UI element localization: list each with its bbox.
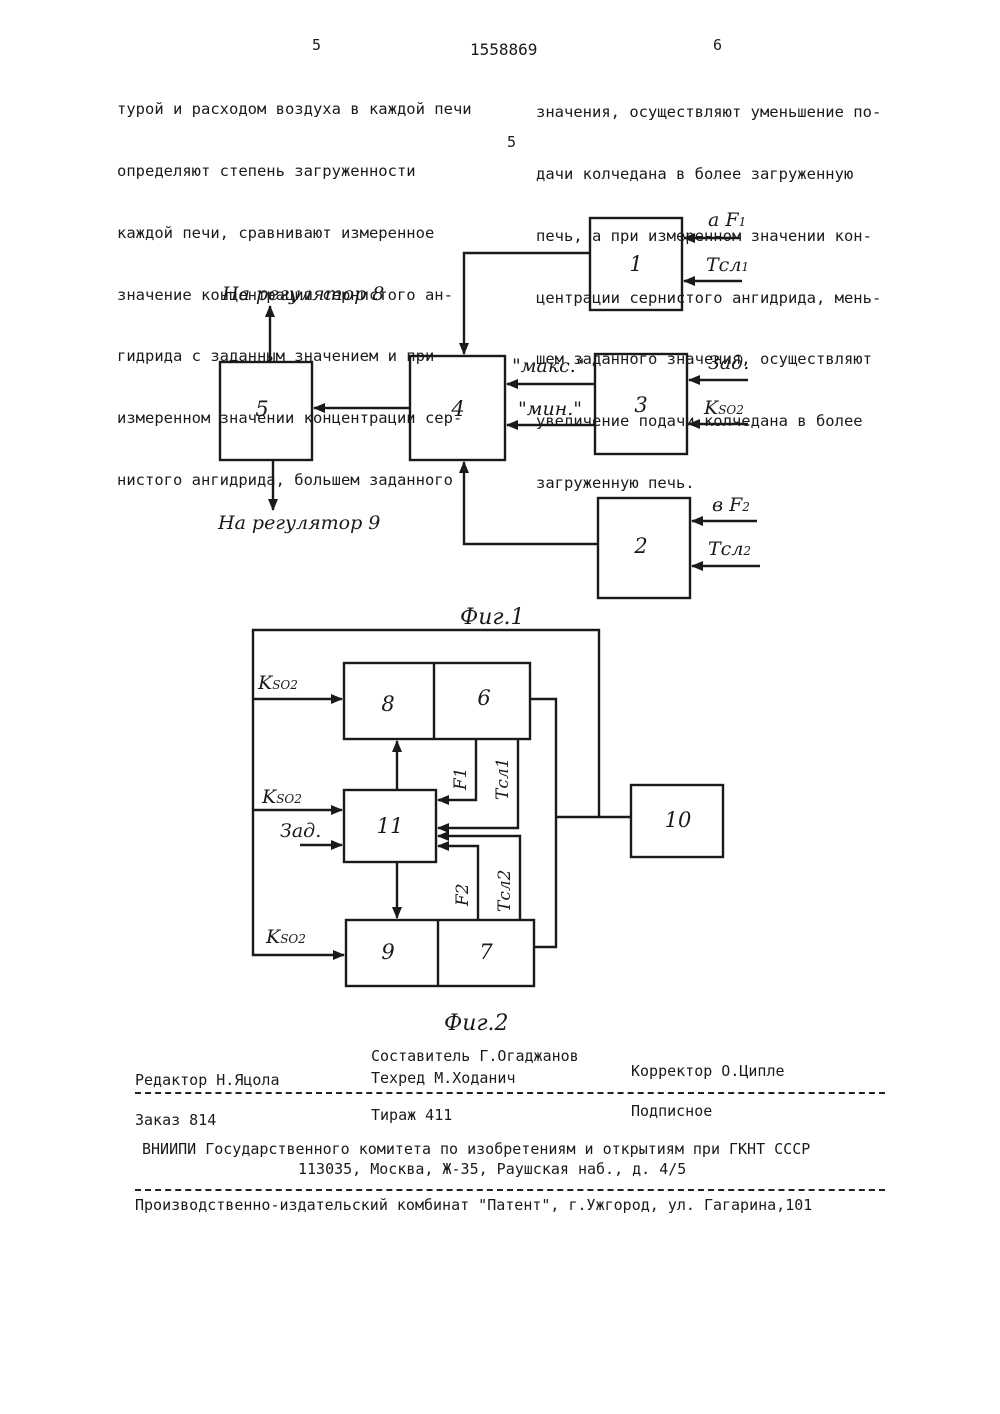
separator-line xyxy=(135,1189,885,1191)
compiler-credit: Составитель Г.Огаджанов xyxy=(371,1047,579,1065)
signal-tsl1-label: Tсл1 xyxy=(493,758,513,801)
corrector-credit: Корректор О.Ципле xyxy=(631,1062,785,1080)
block-6-label: 6 xyxy=(477,686,490,710)
block-8-label: 8 xyxy=(381,692,394,716)
input-kso2-to-8-label: KSO2 xyxy=(258,672,298,694)
publisher-line: Производственно-издательский комбинат "П… xyxy=(135,1196,812,1214)
block-10-label: 10 xyxy=(665,808,692,832)
input-setpoint-to-11-label: Зад. xyxy=(280,820,321,842)
order-number: Заказ 814 xyxy=(135,1111,216,1129)
signal-f1-label: F1 xyxy=(451,767,471,791)
input-kso2-to-9-label: KSO2 xyxy=(266,926,306,948)
separator-line xyxy=(135,1092,885,1094)
block-7-label: 7 xyxy=(479,940,493,964)
figure-2-caption: Фиг.2 xyxy=(444,1011,509,1036)
block-11-label: 11 xyxy=(377,814,404,838)
address-line: 113035, Москва, Ж-35, Раушская наб., д. … xyxy=(298,1160,686,1178)
signal-tsl2-label: Tсл2 xyxy=(495,870,515,913)
input-kso2-to-11-label: KSO2 xyxy=(262,786,302,808)
subscription-note: Подписное xyxy=(631,1102,712,1120)
techred-credit: Техред М.Ходанич xyxy=(371,1069,516,1087)
editor-credit: Редактор Н.Яцола xyxy=(135,1071,280,1089)
block-9-label: 9 xyxy=(381,940,394,964)
institute-line: ВНИИПИ Государственного комитета по изоб… xyxy=(142,1140,810,1158)
circulation: Тираж 411 xyxy=(371,1106,452,1124)
block-9-7 xyxy=(346,920,534,986)
block-8-6 xyxy=(344,663,530,739)
signal-f2-label: F2 xyxy=(453,883,473,907)
